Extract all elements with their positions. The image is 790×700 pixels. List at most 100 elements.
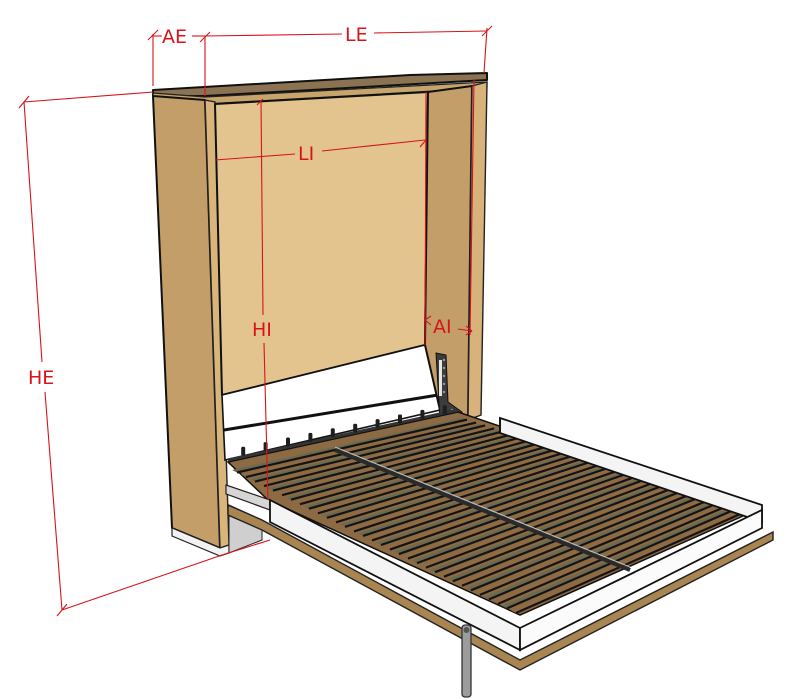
bed-base-board <box>227 503 774 671</box>
slat-gap <box>263 427 495 488</box>
slat <box>430 482 667 573</box>
slat-gap <box>515 509 749 614</box>
slat <box>340 453 576 527</box>
cabinet <box>152 72 488 557</box>
slat <box>304 441 540 509</box>
slat <box>376 465 612 545</box>
slat-gap <box>335 450 567 524</box>
slat-gap <box>344 453 577 528</box>
dimension-annotations: AE LE LI HI <box>18 24 493 617</box>
slat-clip-icon <box>241 446 246 456</box>
slat-gap <box>353 456 586 533</box>
slat-clip-icon <box>375 419 380 429</box>
slat <box>412 476 649 564</box>
slat-gap <box>506 506 740 610</box>
slat-gap <box>317 444 549 515</box>
slat <box>232 418 467 473</box>
label-LE: LE <box>345 24 368 46</box>
slat <box>268 429 504 491</box>
slat-clip-icon <box>398 414 402 424</box>
slat <box>502 506 739 609</box>
slat-gap <box>254 424 486 483</box>
mattress-frame-foot <box>519 508 763 652</box>
center-rail <box>334 448 631 572</box>
slat-clip-icon <box>286 437 290 447</box>
slat-gap <box>470 494 704 592</box>
slat-gap <box>299 439 531 506</box>
slat <box>484 500 721 600</box>
cavity-rail <box>223 393 439 432</box>
bracket-slot <box>439 360 442 396</box>
bed-slats <box>232 418 749 614</box>
slat <box>439 485 676 577</box>
slat <box>511 509 748 613</box>
slat-gap <box>461 492 694 587</box>
slat-gap <box>371 462 604 542</box>
slat-gap <box>389 468 622 551</box>
label-AE: AE <box>162 26 187 48</box>
dimension-LI: LI <box>214 91 427 346</box>
slat-gap <box>326 447 558 519</box>
fold-down-leg <box>461 624 472 698</box>
slat <box>475 497 712 595</box>
slat-gap <box>272 430 504 492</box>
label-LI: LI <box>298 143 314 165</box>
slat <box>313 444 549 514</box>
slat-gap <box>434 483 667 574</box>
slat-gap <box>479 497 713 596</box>
slat <box>322 447 558 518</box>
slat-gap <box>497 503 731 605</box>
slat <box>349 456 585 532</box>
slat <box>295 438 531 505</box>
slat-gap <box>290 436 522 501</box>
slat <box>466 494 703 591</box>
slat-gap <box>245 421 477 479</box>
slat-gap <box>398 471 631 556</box>
slat-clip-icon <box>308 432 313 442</box>
slat <box>286 435 522 500</box>
slat <box>250 423 486 482</box>
slat-gap <box>452 489 685 583</box>
slat <box>421 479 658 568</box>
slat <box>403 473 640 559</box>
dimension-AI: AI <box>424 79 475 338</box>
slat-gap <box>488 500 722 601</box>
slat <box>448 488 685 582</box>
slat-clip-icon <box>442 405 447 415</box>
slat-clip-icon <box>420 409 425 419</box>
slat-clip-icon <box>330 428 335 438</box>
label-AI: AI <box>433 316 452 338</box>
dimension-AE: AE <box>147 26 211 96</box>
slat <box>277 432 513 496</box>
bed <box>225 405 774 698</box>
leg-icon <box>461 624 472 698</box>
cabinet-back-panel <box>214 91 429 396</box>
slat <box>367 462 603 541</box>
slat <box>385 467 622 550</box>
slat-gap <box>236 418 468 474</box>
dimension-HE: HE <box>18 91 271 617</box>
slat-gap <box>308 442 540 510</box>
slat <box>331 450 567 523</box>
slat-clip-icon <box>353 423 358 433</box>
slat-gap <box>425 480 658 569</box>
dimension-HI: HI <box>252 98 272 501</box>
slat <box>493 503 730 604</box>
label-HI: HI <box>252 319 272 341</box>
slat <box>394 470 631 555</box>
slat <box>358 459 594 536</box>
slat <box>241 420 477 478</box>
slat-gap <box>443 486 676 578</box>
slat-gap <box>362 459 595 537</box>
label-HE: HE <box>28 367 54 389</box>
slat <box>457 491 694 586</box>
slat-gap <box>416 477 649 565</box>
slat <box>259 426 495 487</box>
slat-gap <box>407 474 640 560</box>
slat-gap <box>380 465 613 547</box>
center-rail-highlight <box>334 446 631 568</box>
cabinet-right-side-panel <box>424 85 473 421</box>
leg-pivot <box>463 627 470 633</box>
